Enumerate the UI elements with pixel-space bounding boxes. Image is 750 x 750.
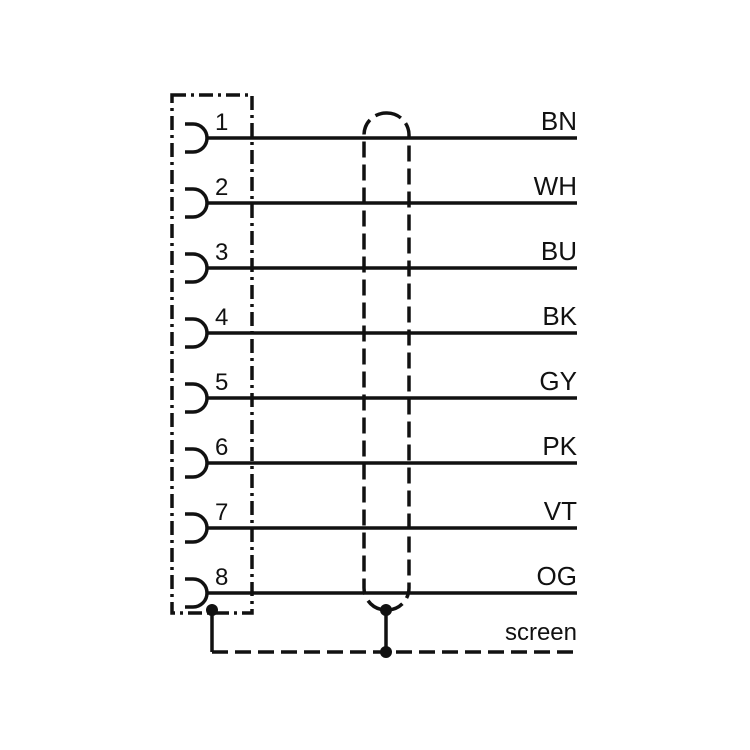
socket-contact-icon [185,187,209,219]
pin-row-7: 7 VT [185,496,577,544]
pin-row-4: 4 BK [185,301,578,349]
pin-number: 2 [215,174,228,201]
wire-color-label: BN [541,106,577,136]
wire-color-label: BK [542,301,577,331]
socket-contact-icon [185,512,209,544]
pin-row-1: 1 BN [185,106,577,154]
pin-number: 1 [215,109,228,136]
pin-number: 3 [215,239,228,266]
screen-label: screen [505,619,577,646]
pin-row-3: 3 BU [185,236,577,284]
wire-color-label: WH [534,171,577,201]
pin-row-8: 8 OG [185,561,577,609]
connector-housing [170,93,254,615]
housing-junction-dot [206,604,218,616]
wire-color-label: PK [542,431,577,461]
pin-number: 6 [215,434,228,461]
shield-junction-dot [380,604,392,616]
socket-contact-icon [185,122,209,154]
pin-number: 8 [215,564,228,591]
socket-contact-icon [185,447,209,479]
socket-contact-icon [185,577,209,609]
wire-color-label: BU [541,236,577,266]
pin-number: 7 [215,499,228,526]
pin-row-6: 6 PK [185,431,578,479]
pin-rows: 1 BN 2 WH 3 BU 4 BK 5 GY 6 PK 7 VT 8 OG [185,106,578,609]
pin-row-5: 5 GY [185,366,577,414]
pin-row-2: 2 WH [185,171,577,219]
socket-contact-icon [185,317,209,349]
screen-junction-dot [380,646,392,658]
socket-contact-icon [185,382,209,414]
wire-color-label: OG [537,561,577,591]
wire-color-label: GY [539,366,577,396]
pin-number: 4 [215,304,228,331]
wire-color-label: VT [544,496,577,526]
pin-number: 5 [215,369,228,396]
socket-contact-icon [185,252,209,284]
cable-shield [362,111,411,612]
